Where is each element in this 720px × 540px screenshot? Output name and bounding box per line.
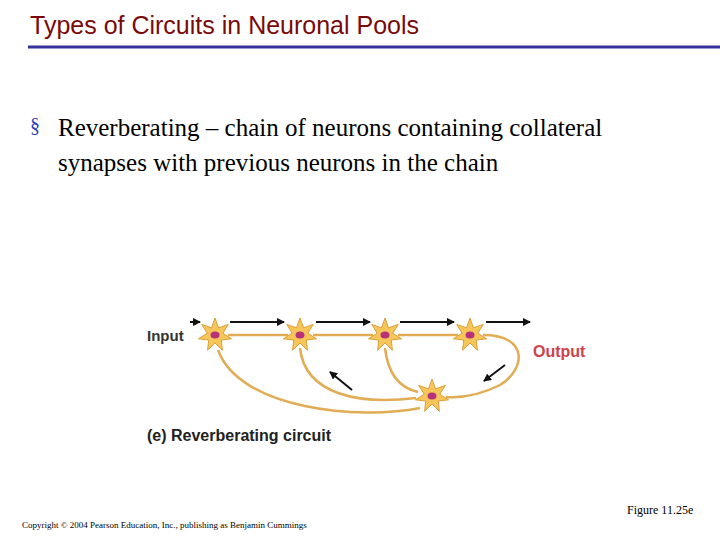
copyright-note: Copyright © 2004 Pearson Education, Inc.… — [22, 520, 307, 530]
neuron-body — [453, 318, 486, 350]
neuron-body — [283, 318, 316, 350]
neuron-cells — [198, 318, 486, 411]
bullet-text: Reverberating – chain of neurons contain… — [58, 110, 658, 180]
title-rule — [28, 46, 720, 49]
neuron-nucleus — [296, 332, 305, 339]
neuron-nucleus — [211, 332, 220, 339]
input-label: Input — [147, 327, 184, 344]
neuron-body — [415, 379, 448, 411]
neuron-nucleus — [466, 332, 475, 339]
neuron-nucleus — [381, 332, 390, 339]
slide-title: Types of Circuits in Neuronal Pools — [30, 11, 419, 40]
neuron-body — [198, 318, 231, 350]
figure-caption: (e) Reverberating circuit — [147, 427, 331, 445]
output-label: Output — [533, 343, 585, 361]
neuron-nucleus — [428, 393, 437, 400]
figure-number: Figure 11.25e — [627, 503, 693, 518]
bullet-marker: § — [30, 114, 40, 137]
neuron-body — [368, 318, 401, 350]
